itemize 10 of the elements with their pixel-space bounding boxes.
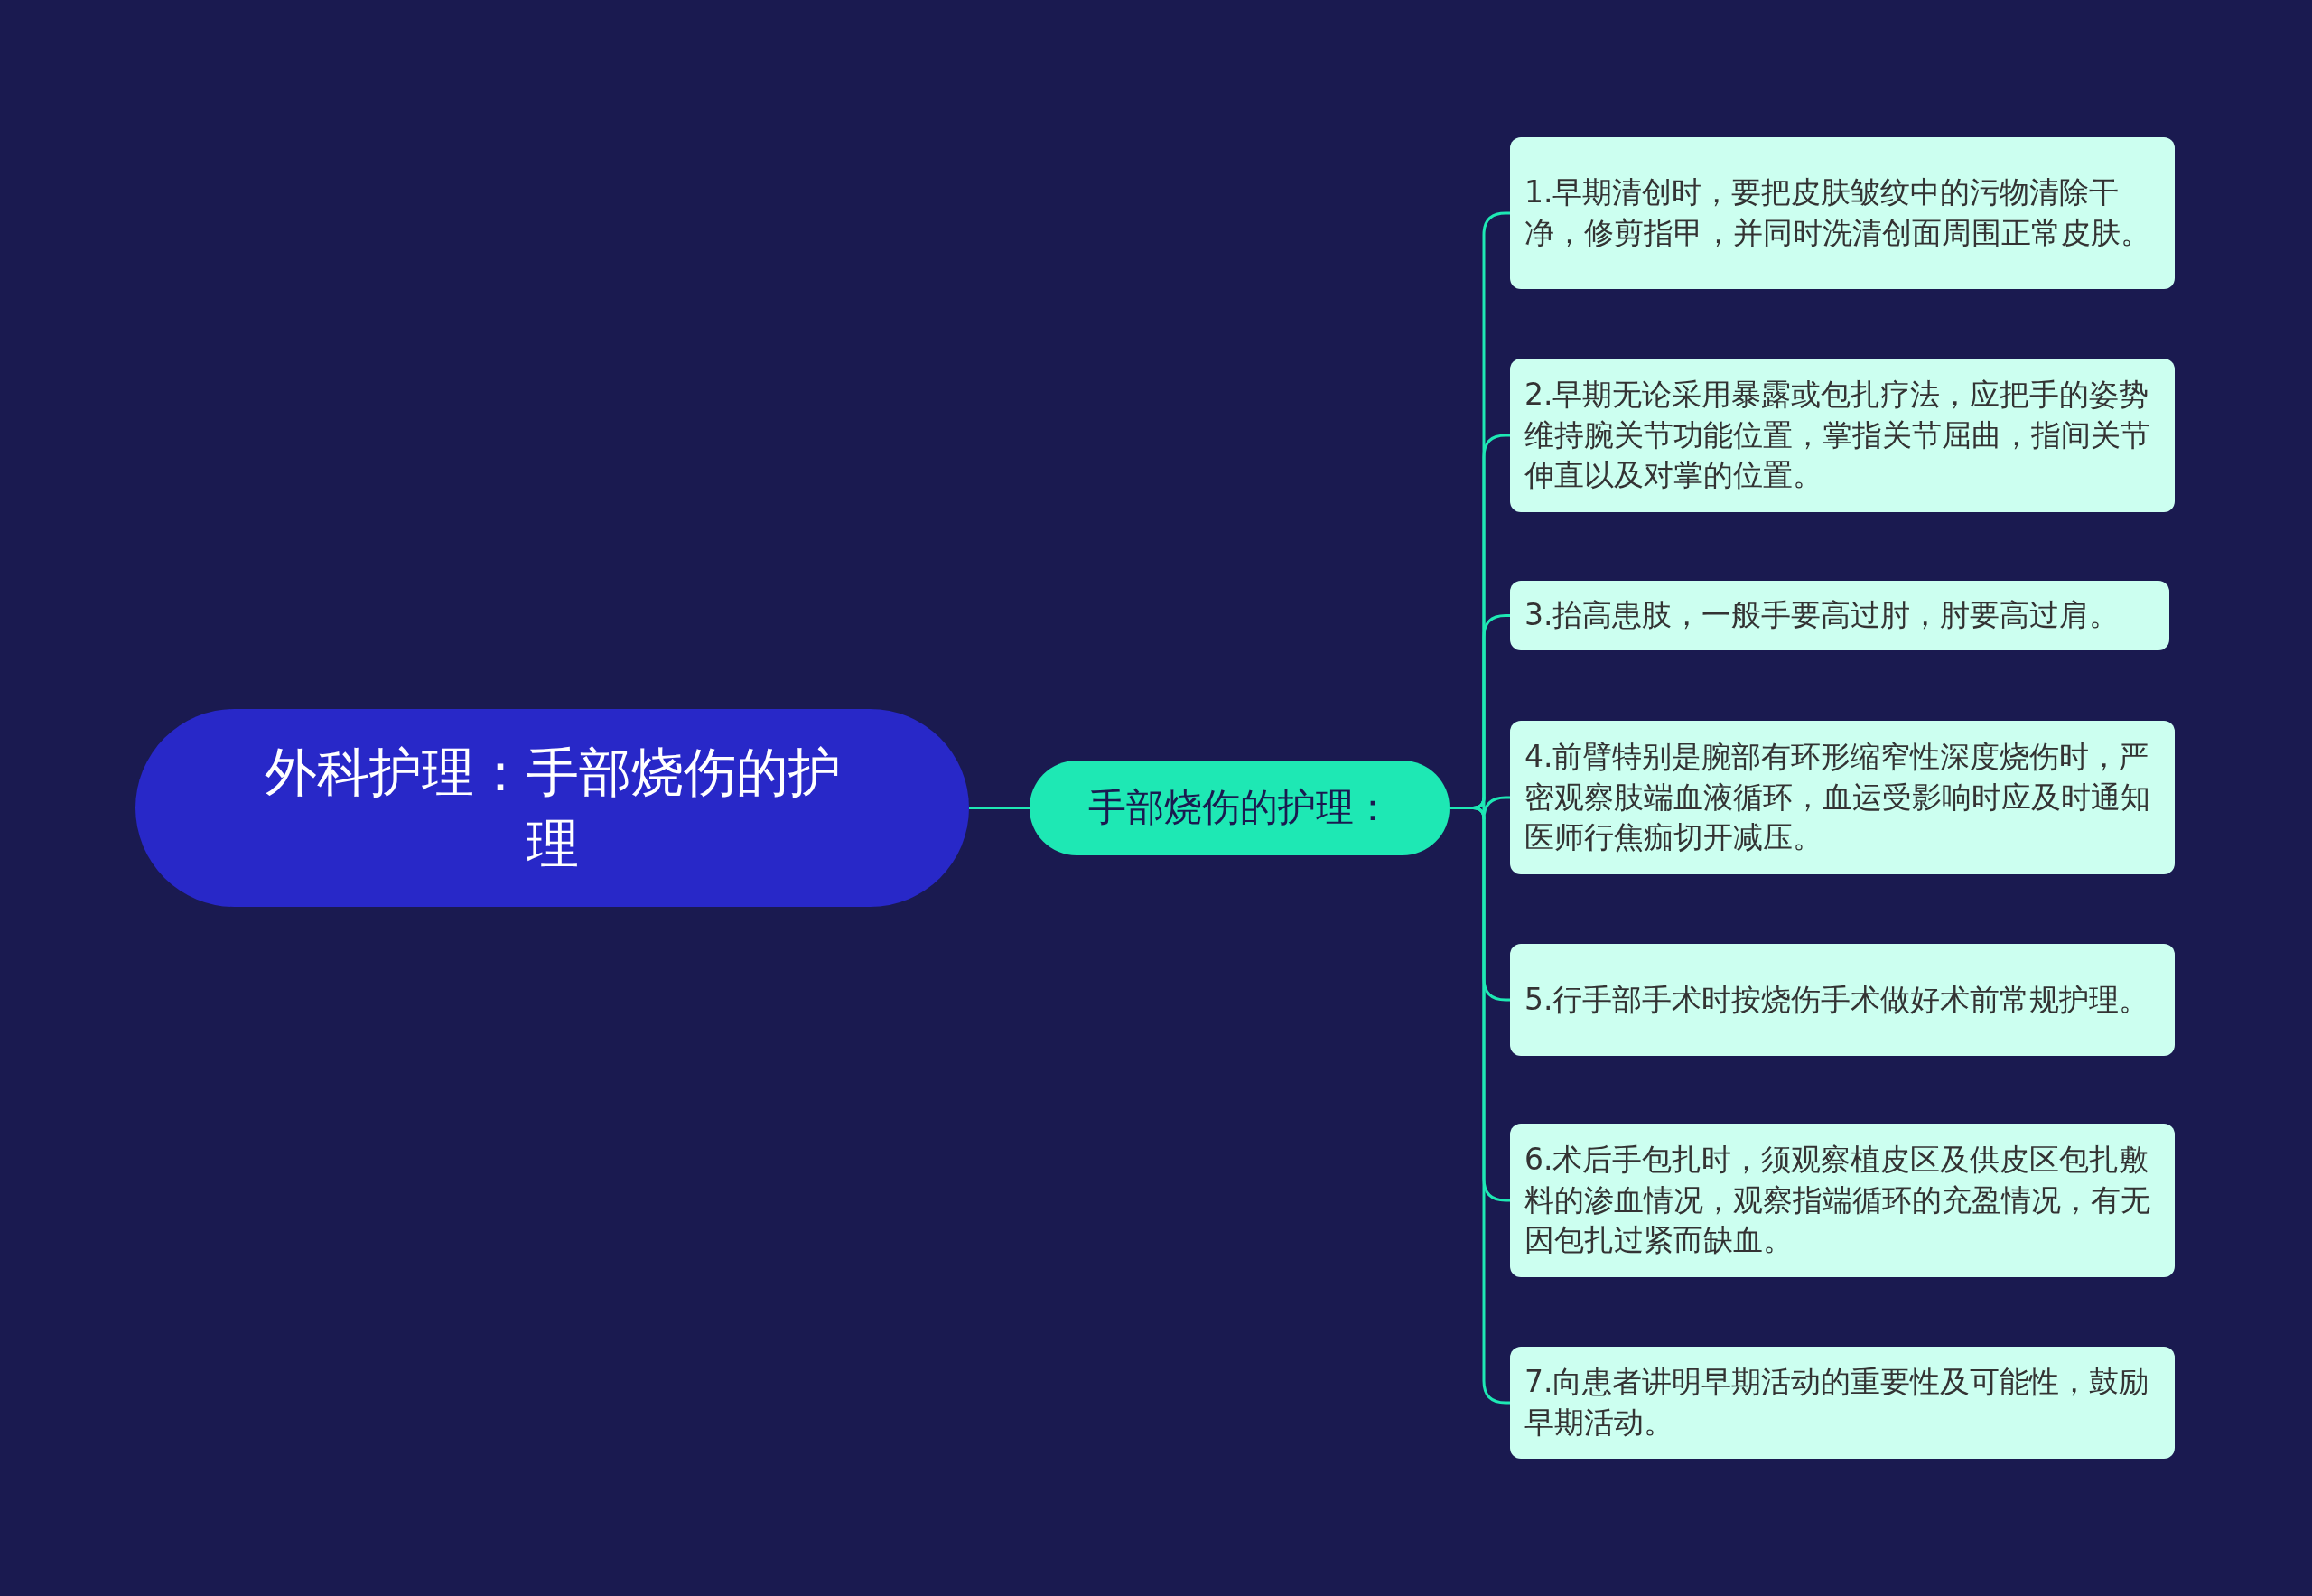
topic-box: 外科护理：手部烧伤的护理 — [135, 709, 969, 907]
note-box: 6.术后手包扎时，须观察植皮区及供皮区包扎敷料的渗血情况，观察指端循环的充盈情况，有无因包扎过紧而缺血。 — [1510, 1124, 2175, 1277]
note-box: 1.早期清创时，要把皮肤皱纹中的污物清除干净，修剪指甲，并同时洗清创面周围正常皮肤。 — [1510, 137, 2175, 289]
subtopic-box: 手部烧伤的护理： — [1030, 761, 1450, 855]
note-box: 3.抬高患肢，一般手要高过肘，肘要高过肩。 — [1510, 581, 2169, 650]
connector-line — [969, 807, 1030, 809]
note-box: 5.行手部手术时按烧伤手术做好术前常规护理。 — [1510, 944, 2175, 1056]
note-box: 2.早期无论采用暴露或包扎疗法，应把手的姿势维持腕关节功能位置，掌指关节屈曲，指间关节伸直以及对掌的位置。 — [1510, 359, 2175, 512]
note-box: 7.向患者讲明早期活动的重要性及可能性，鼓励早期活动。 — [1510, 1347, 2175, 1459]
note-box: 4.前臂特别是腕部有环形缩窄性深度烧伤时，严密观察肢端血液循环，血运受影响时应及时通知医师行焦痂切开减压。 — [1510, 721, 2175, 874]
